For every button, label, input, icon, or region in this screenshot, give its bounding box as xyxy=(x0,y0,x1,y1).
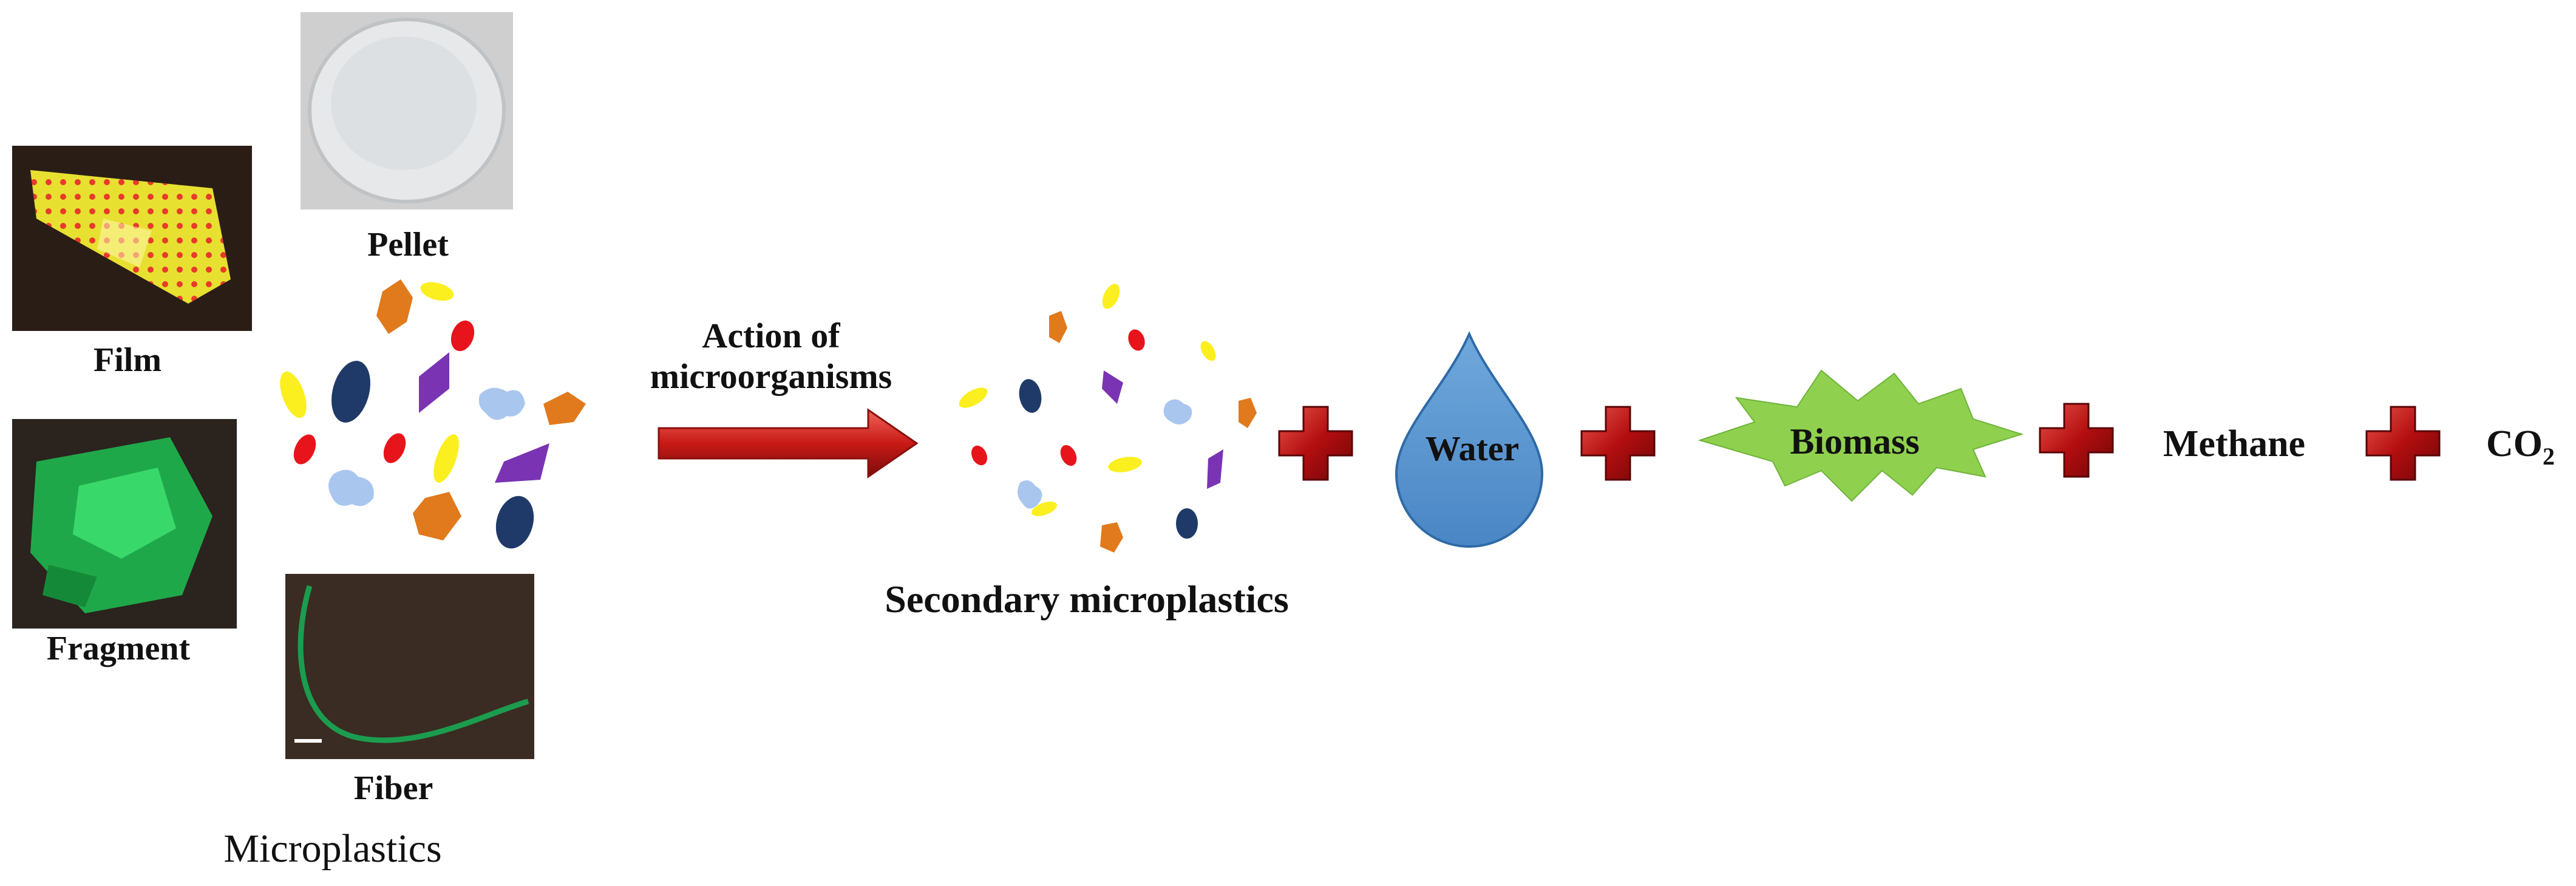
pellet-photo xyxy=(301,12,513,210)
biomass-label: Biomass xyxy=(1790,421,1920,462)
secondary-microplastics-label: Secondary microplastics xyxy=(885,578,1289,621)
water-drop-icon xyxy=(1395,331,1544,548)
purple-parallelogram xyxy=(1102,370,1123,404)
purple-parallelogram xyxy=(495,443,549,483)
red-ellipse xyxy=(1128,329,1145,351)
yellow-ellipse xyxy=(1031,501,1057,517)
orange-hexagon xyxy=(376,279,413,334)
yellow-ellipse xyxy=(433,434,459,483)
yellow-ellipse xyxy=(1108,457,1142,472)
red-ellipse xyxy=(450,320,475,352)
film-photo xyxy=(12,146,252,331)
orange-hexagon xyxy=(1049,311,1067,343)
navy-ellipse xyxy=(1019,379,1042,413)
co2-subscript: 2 xyxy=(2543,443,2555,470)
yellow-ellipse xyxy=(420,282,454,301)
navy-ellipse xyxy=(1176,508,1198,539)
water-label: Water xyxy=(1425,429,1520,468)
yellow-ellipse xyxy=(1102,284,1120,309)
red-ellipse xyxy=(293,434,316,465)
orange-hexagon xyxy=(1239,398,1257,428)
co2-label: CO2 xyxy=(2486,425,2555,469)
orange-hexagon xyxy=(543,392,586,425)
microplastics-label: Microplastics xyxy=(223,826,442,871)
arrow-label: Action of microorganisms xyxy=(650,316,892,396)
red-ellipse xyxy=(1060,445,1077,466)
fragment-photo xyxy=(12,419,237,629)
lightblue-blob xyxy=(478,387,525,420)
fragment-label: Fragment xyxy=(46,630,191,667)
lightblue-blob xyxy=(328,469,374,506)
secondary-particles xyxy=(959,284,1257,553)
plus-icon xyxy=(2039,403,2114,478)
navy-ellipse xyxy=(495,496,534,549)
yellow-ellipse xyxy=(1200,341,1216,361)
co2-main: CO xyxy=(2486,423,2543,465)
orange-hexagon xyxy=(413,492,461,540)
purple-parallelogram xyxy=(419,352,449,413)
methane-label: Methane xyxy=(2163,423,2306,465)
purple-parallelogram xyxy=(1207,449,1223,489)
plus-icon xyxy=(1278,406,1353,481)
yellow-ellipse xyxy=(280,371,307,418)
orange-hexagon xyxy=(1100,522,1123,553)
film-label: Film xyxy=(93,341,161,379)
lightblue-blob xyxy=(1018,480,1042,509)
primary-particles xyxy=(280,279,586,549)
plus-icon xyxy=(2365,406,2441,481)
biomass-starburst xyxy=(1698,369,2024,502)
navy-ellipse xyxy=(331,361,370,423)
fiber-photo xyxy=(285,574,534,759)
fiber-label: Fiber xyxy=(353,769,433,807)
process-arrow xyxy=(658,408,919,479)
red-ellipse xyxy=(971,445,988,466)
pellet-label: Pellet xyxy=(367,226,449,264)
red-ellipse xyxy=(383,433,406,463)
plus-icon xyxy=(1580,406,1656,481)
yellow-ellipse xyxy=(959,387,988,408)
lightblue-blob xyxy=(1163,399,1192,424)
